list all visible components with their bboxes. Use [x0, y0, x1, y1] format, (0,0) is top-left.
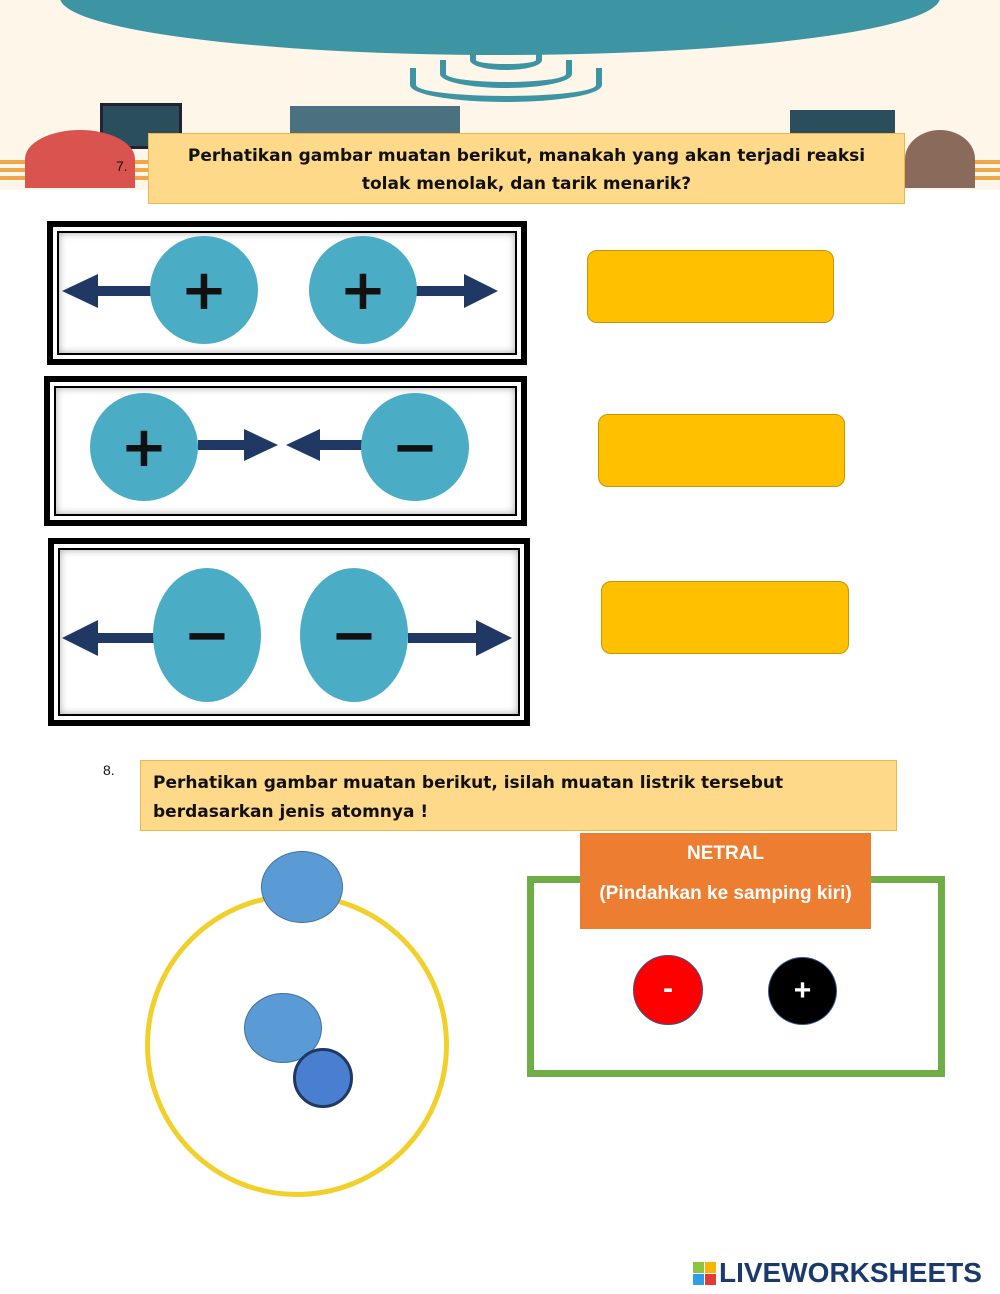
question-number: 7.	[116, 158, 128, 174]
logo-icon	[693, 1261, 716, 1285]
answer-drop-box-2[interactable]	[598, 414, 845, 487]
panel-attract	[44, 376, 527, 526]
neutral-label: NETRAL (Pindahkan ke samping kiri)	[580, 833, 871, 929]
person-illustration	[25, 130, 135, 188]
person-illustration	[905, 130, 975, 188]
neutral-title: NETRAL	[686, 843, 765, 864]
question-8-text: Perhatikan gambar muatan berikut, isilah…	[140, 760, 897, 831]
liveworksheets-logo: LIVEWORKSHEETS	[693, 1257, 982, 1289]
question-number: 8.	[103, 762, 115, 778]
answer-drop-box-1[interactable]	[587, 250, 834, 323]
panel-repel-negative	[48, 538, 530, 726]
nucleus-drop-target[interactable]	[293, 1048, 353, 1108]
answer-drop-box-3[interactable]	[601, 581, 849, 654]
neutral-instruction: (Pindahkan ke samping kiri)	[599, 883, 852, 904]
laptop-illustration	[290, 106, 460, 136]
panel-repel-positive	[47, 221, 527, 365]
question-7-text: Perhatikan gambar muatan berikut, manaka…	[148, 133, 905, 204]
wifi-wave	[410, 68, 602, 102]
logo-text: LIVEWORKSHEETS	[719, 1257, 982, 1288]
positive-charge-token[interactable]: +	[768, 957, 837, 1025]
negative-charge-token[interactable]: -	[633, 955, 703, 1025]
electron-drop-target[interactable]	[261, 851, 343, 923]
